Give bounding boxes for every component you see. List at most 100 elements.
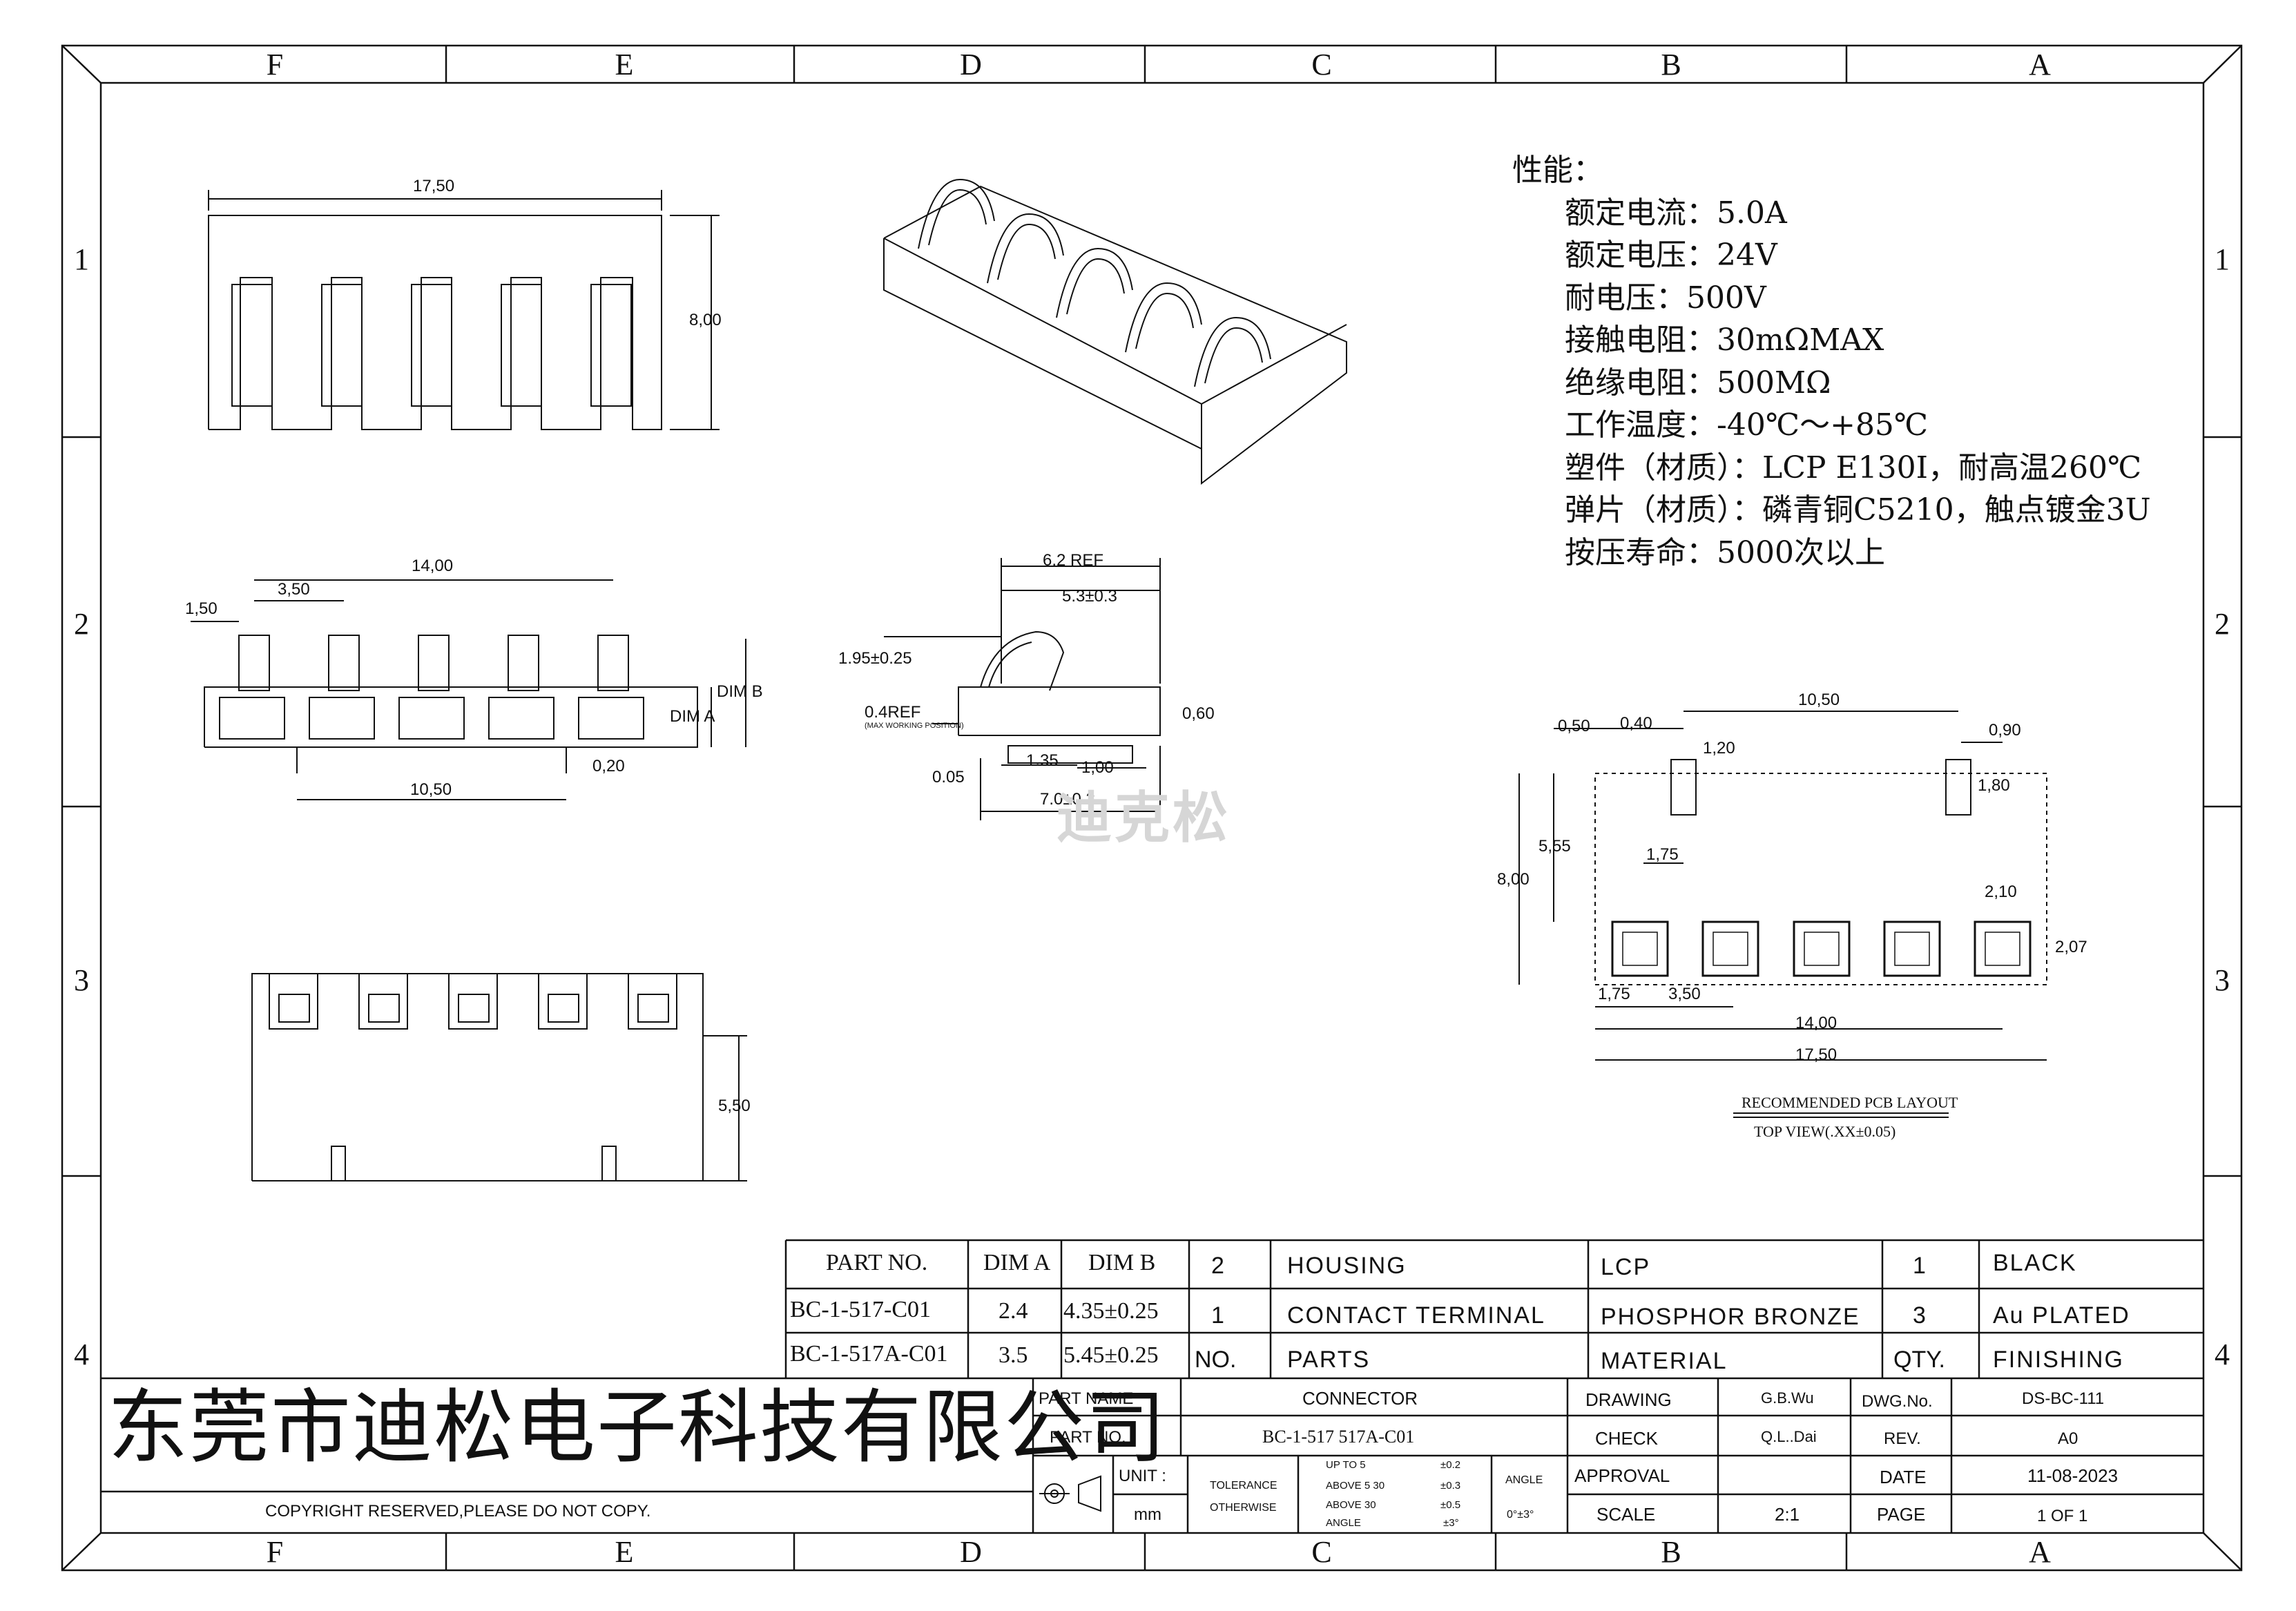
parts-header-dim-b: DIM B	[1088, 1250, 1156, 1275]
spec-press-life: 按压寿命：5000次以上	[1565, 534, 1885, 570]
bom-row1-finishing: BLACK	[1993, 1250, 2077, 1276]
spec-operating-temperature: 工作温度：-40℃～+85℃	[1565, 407, 1929, 443]
dim-profile-100: 1,00	[1081, 758, 1114, 777]
approval-label: APPROVAL	[1574, 1465, 1670, 1486]
dwg-no-label: DWG.No.	[1862, 1392, 1933, 1411]
tolerance-label: TOLERANCE	[1210, 1480, 1277, 1492]
date-value: 11-08-2023	[2027, 1465, 2119, 1486]
zone-col-bottom-f: F	[266, 1535, 284, 1569]
angle-label: ANGLE	[1505, 1474, 1543, 1486]
zone-col-top-a: A	[2029, 48, 2051, 81]
dim-profile-135: 1.35	[1026, 751, 1059, 770]
dim-pin-width: 0,20	[592, 757, 625, 775]
company-name: 东莞市迪松电子科技有限公司	[108, 1381, 1167, 1474]
scale-value: 2:1	[1775, 1504, 1800, 1525]
zone-row-left-4: 4	[74, 1338, 89, 1371]
dim-b-label: DIM B	[717, 682, 763, 701]
dim-a-label: DIM A	[670, 707, 715, 726]
dim-pcb-207: 2,07	[2055, 938, 2087, 956]
dim-pcb-050: 0,50	[1558, 717, 1590, 735]
angle-value: 0°±3°	[1507, 1509, 1534, 1521]
unit-value: mm	[1134, 1505, 1161, 1524]
bom-row1-no: 2	[1211, 1253, 1224, 1279]
dim-pcb-555: 5,55	[1538, 837, 1571, 856]
part-no-value: BC-1-517 517A-C01	[1262, 1427, 1415, 1447]
parts-row2-part-no: BC-1-517A-C01	[790, 1341, 948, 1367]
zone-col-bottom-d: D	[960, 1535, 982, 1569]
bom-row1-material: LCP	[1601, 1254, 1651, 1280]
zone-col-top-f: F	[266, 48, 284, 81]
dim-peg-pitch: 10,50	[410, 780, 452, 799]
dim-profile-depth: 7.0±0.3	[1040, 790, 1095, 809]
dim-pcb-1750: 17,50	[1795, 1045, 1837, 1064]
part-name-label: PART NAME	[1039, 1389, 1134, 1408]
drawing-label: DRAWING	[1585, 1389, 1672, 1410]
zone-row-left-3: 3	[74, 963, 89, 997]
dim-pcb-040: 0,40	[1620, 714, 1652, 733]
date-label: DATE	[1880, 1467, 1927, 1487]
bom-header-finishing: FINISHING	[1993, 1347, 2124, 1373]
dim-front-width: 17,50	[413, 177, 455, 195]
parts-row2-dim-a: 3.5	[999, 1342, 1028, 1368]
check-value: Q.L..Dai	[1761, 1428, 1817, 1445]
pcb-caption-title: RECOMMENDED PCB LAYOUT	[1742, 1094, 1958, 1111]
pcb-caption-subtitle: TOP VIEW(.XX±0.05)	[1754, 1123, 1896, 1140]
copyright-notice: COPYRIGHT RESERVED,PLEASE DO NOT COPY.	[265, 1502, 651, 1521]
zone-col-bottom-b: B	[1661, 1535, 1681, 1569]
zone-row-right-4: 4	[2215, 1338, 2230, 1371]
spec-rated-voltage: 额定电压：24V	[1565, 238, 1777, 273]
zone-row-right-1: 1	[2215, 242, 2230, 276]
dim-pcb-350: 3,50	[1668, 985, 1701, 1003]
spec-housing-material: 塑件（材质）：LCP E130I，耐高温260℃	[1565, 450, 2142, 485]
dim-pcb-175-edge: 1,75	[1598, 985, 1630, 1003]
dim-profile-005: 0.05	[932, 768, 965, 787]
zone-col-top-c: C	[1311, 48, 1332, 81]
spec-withstand-voltage: 耐电压：500V	[1565, 280, 1766, 316]
dim-bottom-height: 5,50	[718, 1097, 751, 1115]
parts-row1-dim-a: 2.4	[999, 1298, 1028, 1324]
dim-profile-overall-ref: 6.2 REF	[1043, 551, 1104, 570]
dim-pcb-090: 0,90	[1989, 721, 2021, 740]
bom-header-no: NO.	[1195, 1347, 1237, 1373]
zone-col-top-d: D	[960, 48, 982, 81]
bom-row1-qty: 1	[1913, 1253, 1926, 1279]
dim-side-pitch: 3,50	[278, 580, 310, 599]
dim-front-height: 8,00	[689, 311, 722, 329]
drawing-value: G.B.Wu	[1761, 1389, 1814, 1407]
dim-profile-working-ref: 0.4REF	[865, 703, 921, 722]
parts-header-dim-a: DIM A	[983, 1250, 1051, 1275]
dim-pcb-120: 1,20	[1703, 739, 1735, 758]
zone-col-bottom-a: A	[2029, 1535, 2051, 1569]
scale-label: SCALE	[1596, 1504, 1656, 1525]
zone-row-right-2: 2	[2215, 607, 2230, 641]
dim-side-offset: 1,50	[185, 599, 218, 618]
dim-profile-contact-length: 5.3±0.3	[1062, 587, 1117, 606]
part-no-label: PART NO.	[1050, 1428, 1126, 1447]
dim-pcb-180: 1,80	[1978, 776, 2010, 795]
tol-value-2: ±0.3	[1440, 1480, 1461, 1492]
bom-header-qty: QTY.	[1893, 1347, 1945, 1373]
performance-specs: 性能： 额定电流：5.0A 额定电压：24V 耐电压：500V 接触电阻：30m…	[1512, 149, 2151, 574]
unit-label: UNIT :	[1119, 1467, 1166, 1485]
part-name-value: CONNECTOR	[1302, 1388, 1418, 1409]
tol-value-3: ±0.5	[1440, 1499, 1461, 1511]
parts-header-part-no: PART NO.	[826, 1250, 928, 1275]
zone-col-top-e: E	[615, 48, 634, 81]
parts-row1-part-no: BC-1-517-C01	[790, 1297, 931, 1322]
dim-profile-060: 0,60	[1182, 704, 1215, 723]
rev-label: REV.	[1884, 1429, 1921, 1448]
dim-side-span: 14,00	[412, 557, 454, 575]
zone-row-left-1: 1	[74, 242, 89, 276]
check-label: CHECK	[1595, 1428, 1659, 1449]
dim-profile-working-note: (MAX WORKING POSITION)	[865, 722, 964, 730]
rev-value: A0	[2058, 1429, 2078, 1448]
tol-range-2: ABOVE 5 30	[1326, 1480, 1385, 1492]
watermark: 迪克松	[1057, 786, 1231, 850]
zone-col-bottom-e: E	[615, 1535, 634, 1569]
dim-pcb-peg-pitch: 10,50	[1798, 691, 1840, 709]
page-value: 1 OF 1	[2037, 1507, 2088, 1525]
bom-header-parts: PARTS	[1287, 1347, 1371, 1373]
tol-range-4: ANGLE	[1326, 1517, 1361, 1529]
